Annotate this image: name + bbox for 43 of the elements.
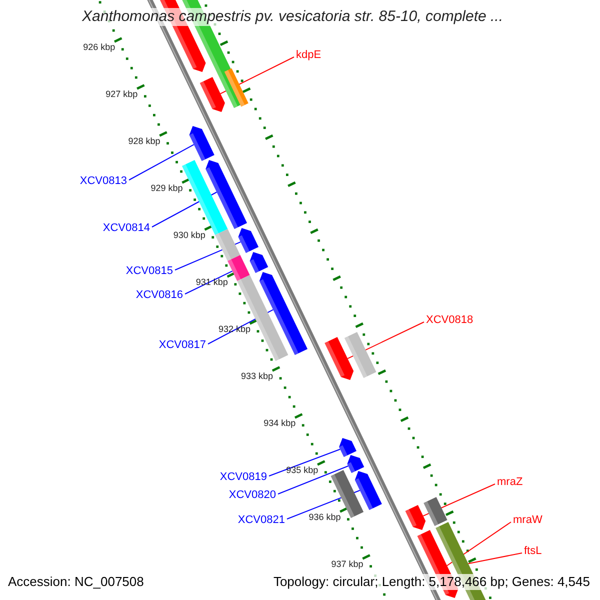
- gene-label: kdpE: [296, 48, 322, 62]
- gene-feature: [228, 254, 250, 282]
- tick-label: 933 kbp: [241, 370, 274, 382]
- tick-label: 926 kbp: [83, 42, 116, 53]
- gene-feature: [339, 438, 356, 458]
- gene-label: XCV0817: [158, 338, 206, 352]
- leader-line: [468, 552, 522, 564]
- gene-label: XCV0821: [238, 513, 285, 527]
- gene-label: XCV0815: [126, 264, 173, 278]
- gene-feature: [324, 336, 354, 380]
- leader-line: [278, 466, 349, 494]
- gene-label: XCV0820: [228, 488, 276, 502]
- gene-label: XCV0813: [80, 174, 127, 188]
- tick-label: 934 kbp: [264, 418, 296, 429]
- gene-label: XCV0814: [102, 221, 150, 235]
- tick-label: 929 kbp: [150, 182, 183, 194]
- accession-text: Accession: NC_007508: [6, 574, 146, 590]
- tick-label: 931 kbp: [196, 276, 228, 288]
- leader-line: [184, 270, 233, 294]
- leader-line: [268, 448, 341, 476]
- gene-label: XCV0818: [426, 313, 474, 327]
- gene-feature: [238, 228, 259, 254]
- gene-feature: [189, 126, 214, 162]
- gene-feature: [259, 272, 308, 356]
- gene-feature: [347, 455, 364, 474]
- gene-label: ftsL: [524, 544, 542, 558]
- leader-line: [128, 144, 194, 180]
- tick-label: 935 kbp: [286, 464, 318, 476]
- gene-feature: [405, 504, 426, 530]
- tick-label: 930 kbp: [173, 230, 206, 241]
- tick-label: 936 kbp: [308, 512, 341, 523]
- gene-feature: [206, 160, 248, 230]
- gene-label: mraW: [513, 513, 542, 527]
- tick-label: 932 kbp: [218, 324, 250, 335]
- gene-feature: [354, 471, 382, 510]
- gene-feature: [200, 76, 225, 112]
- tick-label: 927 kbp: [106, 88, 138, 100]
- gene-label: XCV0819: [220, 470, 267, 484]
- gene-label: mraZ: [497, 475, 523, 489]
- tick-label: 937 kbp: [331, 558, 364, 570]
- gene-feature: [250, 252, 268, 274]
- gene-label: XCV0816: [136, 288, 183, 302]
- tick-label: 928 kbp: [128, 136, 160, 147]
